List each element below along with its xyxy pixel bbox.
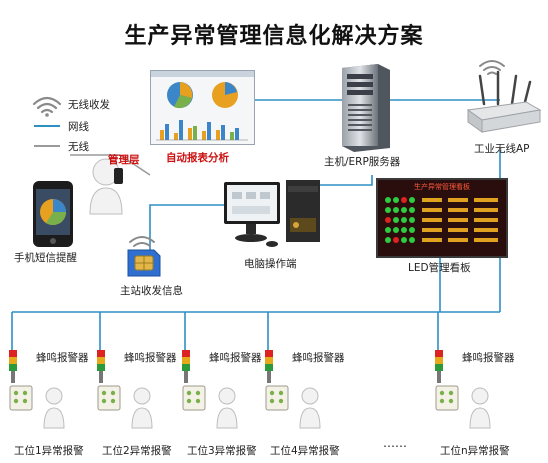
station-alarm-icon <box>262 350 342 430</box>
station-label: 工位n异常报警 <box>440 443 510 458</box>
station-alarm-icon <box>94 350 174 430</box>
wifi-legend-icon <box>34 98 60 112</box>
station-alarm-icon <box>179 350 259 430</box>
wireless-ap-label: 工业无线AP <box>474 141 530 156</box>
legend-wireless-rxtx: 无线收发 <box>68 97 110 112</box>
wireless-ap-icon <box>462 70 542 140</box>
station-alarm-icon <box>432 350 512 430</box>
led-board-label: LED管理看板 <box>408 260 471 275</box>
pc-terminal-label: 电脑操作端 <box>244 256 297 271</box>
server-icon <box>338 62 393 152</box>
station-label: 工位2异常报警 <box>102 443 172 458</box>
phone-icon <box>32 180 74 248</box>
station-label: 工位4异常报警 <box>270 443 340 458</box>
station-label: 工位1异常报警 <box>14 443 84 458</box>
station-label: 工位3异常报警 <box>187 443 257 458</box>
station-alarm-icon <box>6 350 86 430</box>
led-board-header: 生产异常管理看板 <box>378 182 506 192</box>
report-screenshot <box>150 70 255 145</box>
pc-terminal-icon <box>222 178 322 250</box>
master-station-label: 主站收发信息 <box>120 283 183 298</box>
server-label: 主机/ERP服务器 <box>324 154 400 169</box>
legend-wired: 网线 <box>68 119 89 134</box>
stations-ellipsis: …… <box>383 436 407 450</box>
sim-chip-icon <box>126 248 162 278</box>
sms-label: 手机短信提醒 <box>14 250 77 265</box>
led-board: 生产异常管理看板 <box>376 178 508 258</box>
management-label: 管理层 <box>108 152 140 167</box>
page-title: 生产异常管理信息化解决方案 <box>0 18 548 50</box>
auto-report-label: 自动报表分析 <box>166 150 229 165</box>
